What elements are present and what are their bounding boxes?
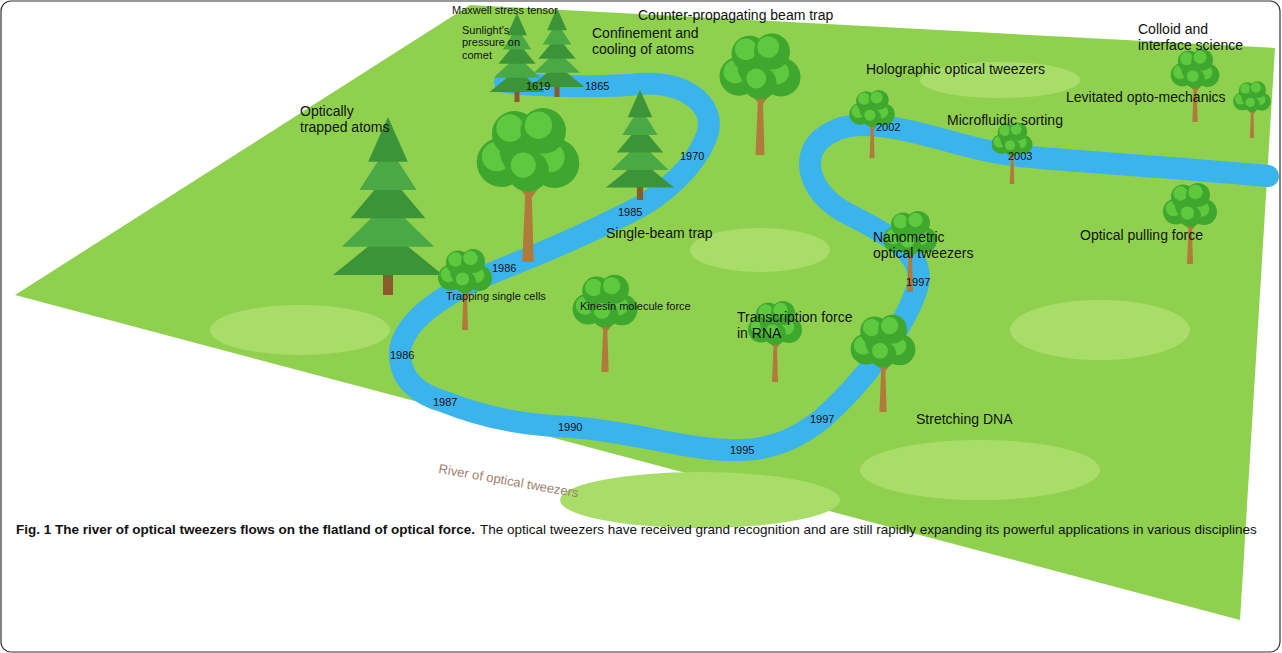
label: Single-beam trap bbox=[606, 226, 713, 242]
tree-canopy bbox=[1179, 205, 1201, 227]
pine-tree bbox=[333, 117, 443, 295]
label: Confinement and cooling of atoms bbox=[592, 26, 724, 57]
tree-canopy bbox=[1186, 183, 1210, 207]
canopy-highlight bbox=[463, 251, 477, 265]
ground-patch bbox=[210, 305, 390, 355]
caption-text: The optical tweezers have received grand… bbox=[480, 522, 1257, 537]
label: Counter-propagating beam trap bbox=[638, 8, 833, 24]
tree-canopy bbox=[507, 150, 549, 192]
broadleaf-tree bbox=[851, 315, 916, 412]
canopy-highlight bbox=[1005, 140, 1015, 150]
label: Sunlight's pressure on comet bbox=[462, 24, 544, 61]
tree-canopy bbox=[1185, 69, 1205, 89]
canopy-highlight bbox=[735, 38, 757, 60]
broadleaf-tree bbox=[1171, 49, 1220, 122]
label: Maxwell stress tensor bbox=[452, 4, 558, 16]
canopy-highlight bbox=[746, 69, 766, 89]
year-label: 1987 bbox=[433, 396, 457, 408]
canopy-highlight bbox=[496, 114, 523, 141]
canopy-highlight bbox=[864, 110, 875, 121]
broadleaf-tree bbox=[573, 275, 638, 372]
canopy-highlight bbox=[1251, 83, 1261, 93]
river-name: River of optical tweezers bbox=[437, 462, 579, 501]
broadleaf-tree bbox=[1233, 81, 1271, 138]
year-label: 1865 bbox=[585, 80, 609, 92]
tree-canopy bbox=[1249, 81, 1266, 98]
canopy-highlight bbox=[908, 213, 922, 227]
year-label: 1990 bbox=[558, 421, 582, 433]
flatland-plane bbox=[15, 5, 1275, 620]
canopy-highlight bbox=[1173, 186, 1187, 200]
canopy-highlight bbox=[863, 319, 880, 336]
canopy-highlight bbox=[1187, 70, 1199, 82]
ground-patch bbox=[860, 440, 1100, 500]
caption-title: Fig. 1 The river of optical tweezers flo… bbox=[16, 522, 475, 537]
label: Microfluidic sorting bbox=[947, 113, 1063, 129]
label: Transcription force in RNA bbox=[737, 310, 859, 341]
year-label: 2003 bbox=[1008, 150, 1032, 162]
broadleaf-tree bbox=[720, 34, 801, 156]
pine-tree bbox=[606, 90, 674, 200]
pine-tier bbox=[628, 90, 653, 118]
year-label: 1997 bbox=[810, 413, 834, 425]
pine-tier bbox=[507, 13, 527, 35]
tree-canopy bbox=[754, 34, 790, 70]
label: Levitated opto-mechanics bbox=[1066, 90, 1226, 106]
tree-canopy bbox=[1244, 97, 1259, 112]
tree-canopy bbox=[744, 67, 777, 100]
year-label: 1995 bbox=[730, 444, 754, 456]
year-label: 1985 bbox=[618, 206, 642, 218]
canopy-highlight bbox=[881, 317, 898, 334]
canopy-highlight bbox=[585, 279, 602, 296]
tree-canopy bbox=[454, 271, 476, 293]
year-label: 1997 bbox=[906, 276, 930, 288]
canopy-highlight bbox=[456, 272, 469, 285]
canopy-highlight bbox=[893, 214, 907, 228]
tree-group bbox=[333, 8, 1271, 412]
canopy-highlight bbox=[1240, 84, 1250, 94]
canopy-highlight bbox=[1188, 185, 1202, 199]
broadleaf-tree bbox=[477, 108, 580, 262]
label: Nanometric optical tweezers bbox=[873, 230, 985, 261]
broadleaf-tree bbox=[438, 249, 492, 330]
year-label: 2002 bbox=[876, 121, 900, 133]
canopy-highlight bbox=[511, 153, 536, 178]
label: Optically trapped atoms bbox=[300, 104, 392, 135]
broadleaf-tree bbox=[1163, 183, 1217, 264]
canopy-highlight bbox=[1246, 98, 1255, 107]
label: Holographic optical tweezers bbox=[866, 62, 1045, 78]
canopy-highlight bbox=[603, 277, 620, 294]
label: Trapping single cells bbox=[446, 290, 546, 302]
canopy-highlight bbox=[1181, 206, 1194, 219]
tree-canopy bbox=[870, 341, 896, 367]
tree-canopy bbox=[461, 249, 485, 273]
ground-patch bbox=[560, 472, 840, 528]
canopy-highlight bbox=[872, 343, 888, 359]
tree-canopy bbox=[878, 315, 907, 344]
label: Colloid and interface science bbox=[1138, 22, 1260, 53]
canopy-highlight bbox=[1180, 52, 1193, 65]
tree-canopy bbox=[600, 275, 629, 304]
year-label: 1986 bbox=[390, 349, 414, 361]
label: Stretching DNA bbox=[916, 412, 1012, 428]
year-label: 1619 bbox=[526, 80, 550, 92]
year-label: 1970 bbox=[680, 150, 704, 162]
label: Optical pulling force bbox=[1080, 228, 1203, 244]
canopy-highlight bbox=[757, 36, 779, 58]
figure-caption: Fig. 1 The river of optical tweezers flo… bbox=[16, 520, 1266, 540]
tree-canopy bbox=[869, 90, 889, 110]
canopy-highlight bbox=[448, 252, 462, 266]
canopy-highlight bbox=[871, 91, 883, 103]
canopy-highlight bbox=[525, 112, 552, 139]
tree-canopy bbox=[520, 108, 566, 154]
canopy-highlight bbox=[858, 93, 870, 105]
river bbox=[400, 82, 1268, 450]
year-label: 1986 bbox=[492, 262, 516, 274]
label: Kinesin molecule force bbox=[580, 300, 691, 312]
ground-patch bbox=[1010, 300, 1190, 360]
broadleaf-tree bbox=[991, 122, 1032, 184]
